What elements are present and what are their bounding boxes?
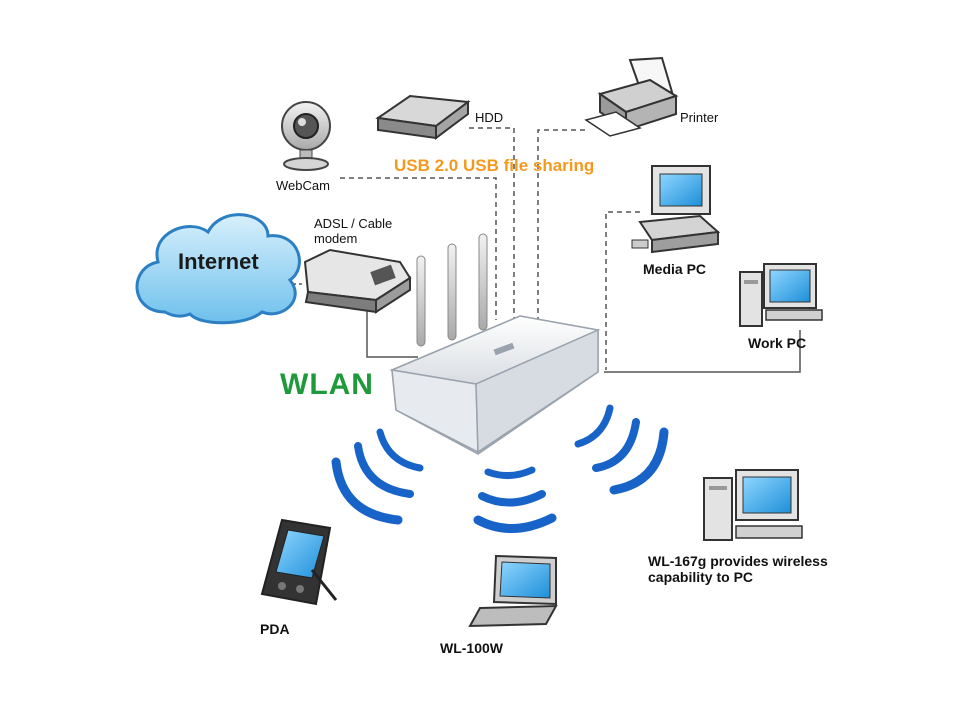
work-pc-device bbox=[739, 263, 823, 327]
webcam-device bbox=[281, 101, 331, 171]
printer-link bbox=[537, 129, 585, 320]
internet-cloud bbox=[135, 213, 301, 325]
media-pc-link bbox=[605, 211, 640, 370]
webcam-link bbox=[340, 177, 497, 320]
wl100w-label: WL-100W bbox=[440, 640, 503, 656]
hdd-device bbox=[375, 94, 471, 140]
wl167g-label-line2: capability to PC bbox=[648, 569, 754, 585]
pda-label: PDA bbox=[260, 621, 290, 637]
hdd-link bbox=[469, 127, 515, 320]
work-pc-link bbox=[604, 330, 801, 373]
laptop-device bbox=[468, 554, 558, 628]
modem-device bbox=[303, 248, 412, 314]
printer-label: Printer bbox=[680, 110, 719, 125]
wireless-waves bbox=[331, 404, 669, 533]
wl167g-label-line1: WL-167g provides wireless bbox=[648, 553, 828, 569]
wlan-label: WLAN bbox=[280, 368, 374, 401]
internet-label: Internet bbox=[178, 249, 259, 274]
modem-link bbox=[366, 306, 418, 358]
router-device bbox=[389, 233, 601, 455]
media-pc-device bbox=[631, 165, 721, 254]
webcam-label: WebCam bbox=[276, 178, 330, 193]
hdd-label: HDD bbox=[475, 110, 504, 125]
media-pc-label: Media PC bbox=[643, 261, 707, 277]
wl167g-pc-device bbox=[703, 469, 803, 541]
usb-sharing-label: USB 2.0 USB file sharing bbox=[394, 156, 595, 175]
printer-device bbox=[584, 56, 679, 137]
connection-lines bbox=[285, 127, 801, 373]
adsl-label: ADSL / Cable bbox=[314, 216, 393, 231]
pda-device bbox=[260, 518, 338, 606]
work-pc-label: Work PC bbox=[748, 335, 807, 351]
modem-label: modem bbox=[314, 231, 358, 246]
